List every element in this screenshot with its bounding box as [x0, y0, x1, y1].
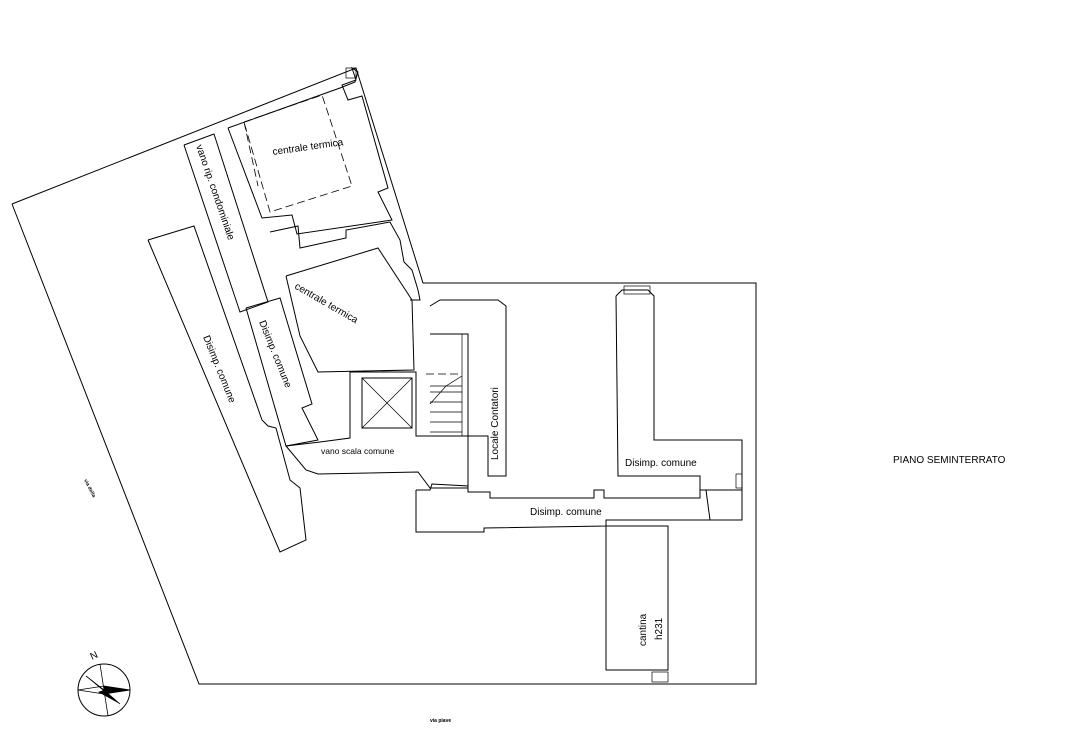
corner-marker: [345, 67, 357, 79]
disimp-left-2-walls: [147, 225, 307, 553]
cantina-walls: [605, 525, 669, 671]
middle-room-walls: [269, 221, 421, 301]
label-centrale-termica-1: centrale termica: [272, 137, 344, 158]
centrale-termica-2-walls: [285, 247, 415, 373]
label-disimp-right: Disimp. comune: [625, 458, 697, 469]
floor-title: PIANO SEMINTERRATO: [893, 455, 1006, 466]
label-locale-contatori: Locale Contatori: [490, 387, 501, 460]
label-disimp-bottom: Disimp. comune: [530, 507, 602, 518]
cantina-cap: [651, 671, 669, 683]
locale-contatori-walls: [429, 299, 507, 477]
street-bottom-label: via piave: [430, 718, 451, 724]
elevator-shaft: [361, 377, 413, 429]
dash-line: [243, 121, 259, 187]
label-cantina-height: h231: [654, 617, 665, 640]
disimp-right-walls: [615, 289, 743, 521]
compass-north-label: N: [89, 650, 100, 663]
label-disimp-left-1: Disimp. comune: [256, 319, 293, 390]
compass-icon: N: [77, 650, 131, 717]
disimp-bottom-walls: [415, 483, 743, 533]
centrale-termica-dashed-outline: [243, 94, 353, 213]
wall-mark: [735, 473, 743, 489]
right-disimp-cap: [623, 285, 651, 295]
property-boundary: [11, 67, 757, 685]
label-cantina: cantina: [638, 613, 649, 646]
label-vano-scala: vano scala comune: [321, 446, 395, 456]
elevator-cross-2: [361, 377, 413, 429]
street-left-label: via della: [82, 478, 96, 499]
centrale-termica-top-walls: [227, 66, 393, 235]
label-disimp-left-2: Disimp. comune: [200, 334, 237, 405]
staircase: [426, 334, 463, 436]
label-centrale-termica-2: centrale termica: [293, 281, 360, 326]
